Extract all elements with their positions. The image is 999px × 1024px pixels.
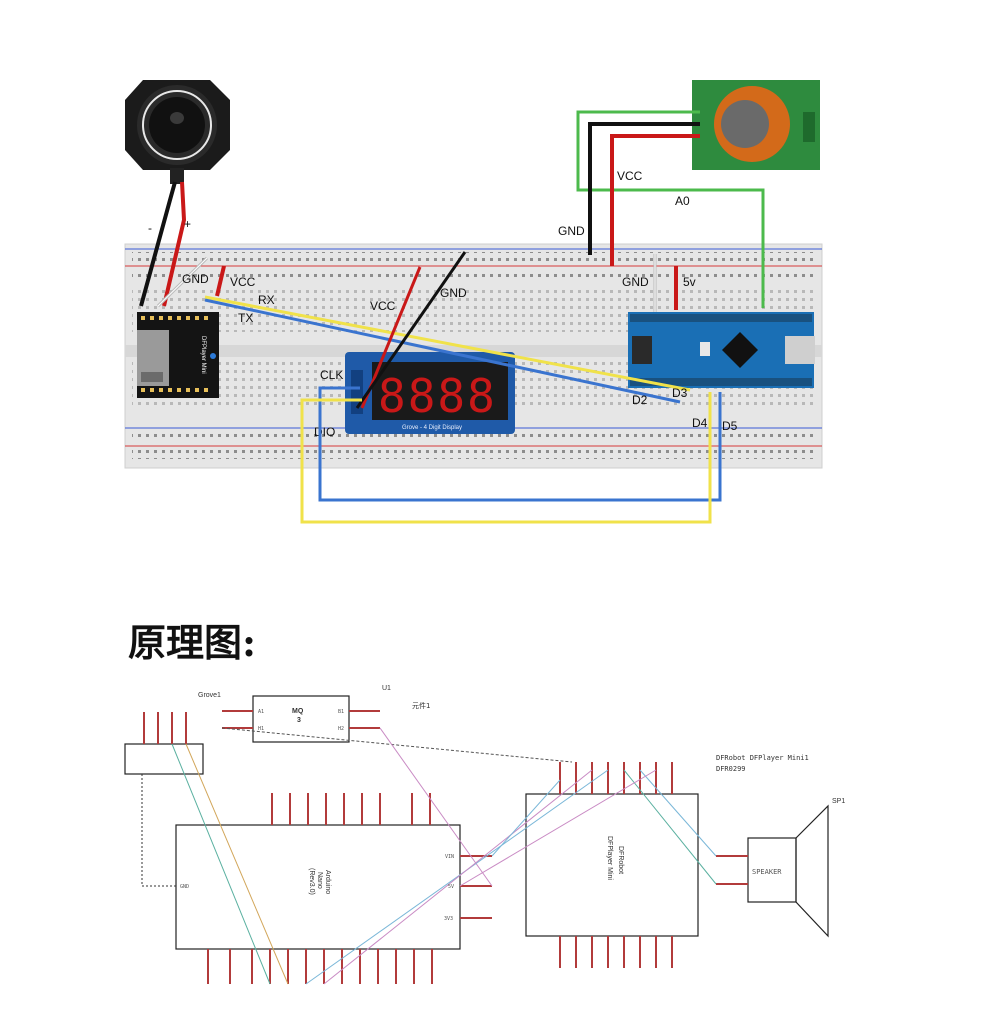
arduino-label-3: (Rev3.0): [308, 868, 315, 895]
mq-pin-h2: H2: [338, 726, 344, 732]
display-caption: Grove - 4 Digit Display: [402, 425, 462, 431]
dfplayer-title-2: DFR0299: [716, 765, 746, 773]
dfplayer-board-label: DFPlayer Mini: [200, 336, 206, 374]
four-digit-display: 8888 Grove - 4 Digit Display: [345, 352, 515, 434]
mq-part-line1: MQ: [292, 708, 304, 715]
gas-sensor-module: [692, 80, 820, 170]
gnd-left-label: GND: [182, 272, 209, 286]
schematic-heading: 原理图:: [128, 620, 257, 665]
d4-label: D4: [692, 416, 708, 430]
arduino-pin-vin: VIN: [445, 854, 454, 860]
mq-pin-h1: H1: [258, 726, 264, 732]
dfplayer-body-2: DFPlayer Mini: [606, 836, 613, 880]
tx-label: TX: [238, 311, 253, 325]
schematic: [124, 695, 829, 985]
d3-label: D3: [672, 386, 688, 400]
speaker-minus-label: -: [148, 221, 152, 235]
dfplayer-module: DFPlayer Mini: [137, 312, 219, 398]
arduino-pin-5v: 5V: [448, 884, 454, 890]
rx-label: RX: [258, 293, 275, 307]
mq-pin-b1: B1: [338, 709, 344, 715]
arduino-pin-gnd: GND: [180, 884, 189, 890]
speaker-icon: [125, 80, 230, 184]
clk-label: CLK: [320, 368, 343, 382]
gnd-mid-label: GND: [440, 286, 467, 300]
sensor-vcc-label: VCC: [617, 169, 643, 183]
u1-label: U1: [382, 685, 391, 692]
mq-pin-a1: A1: [258, 709, 264, 715]
display-digits: 8888: [378, 369, 497, 423]
component-label: 元件1: [412, 701, 430, 710]
dfplayer-title-1: DFRobot DFPlayer Mini1: [716, 754, 809, 762]
mq-part-line2: 3: [297, 717, 301, 724]
sp1-label: SP1: [832, 798, 845, 805]
grove-label: Grove1: [198, 692, 221, 699]
arduino-label-1: Arduino: [324, 870, 331, 894]
arduino-label-2: Nano: [316, 872, 323, 889]
nano-gnd-label: GND: [622, 275, 649, 289]
speaker-symbol-label: SPEAKER: [752, 868, 782, 876]
speaker-plus-label: +: [184, 217, 191, 231]
d2-label: D2: [632, 393, 648, 407]
sensor-gnd-label: GND: [558, 224, 585, 238]
vcc-mid-label: VCC: [370, 299, 396, 313]
dio-label: DIO: [314, 425, 335, 439]
d5-label: D5: [722, 419, 738, 433]
dfplayer-body-1: DFRobot: [617, 846, 624, 874]
vcc-left-label: VCC: [230, 275, 256, 289]
nano-5v-label: 5v: [683, 275, 696, 289]
arduino-pin-3v3: 3V3: [444, 916, 453, 922]
sensor-a0-label: A0: [675, 194, 690, 208]
arduino-nano-board: [628, 312, 815, 388]
